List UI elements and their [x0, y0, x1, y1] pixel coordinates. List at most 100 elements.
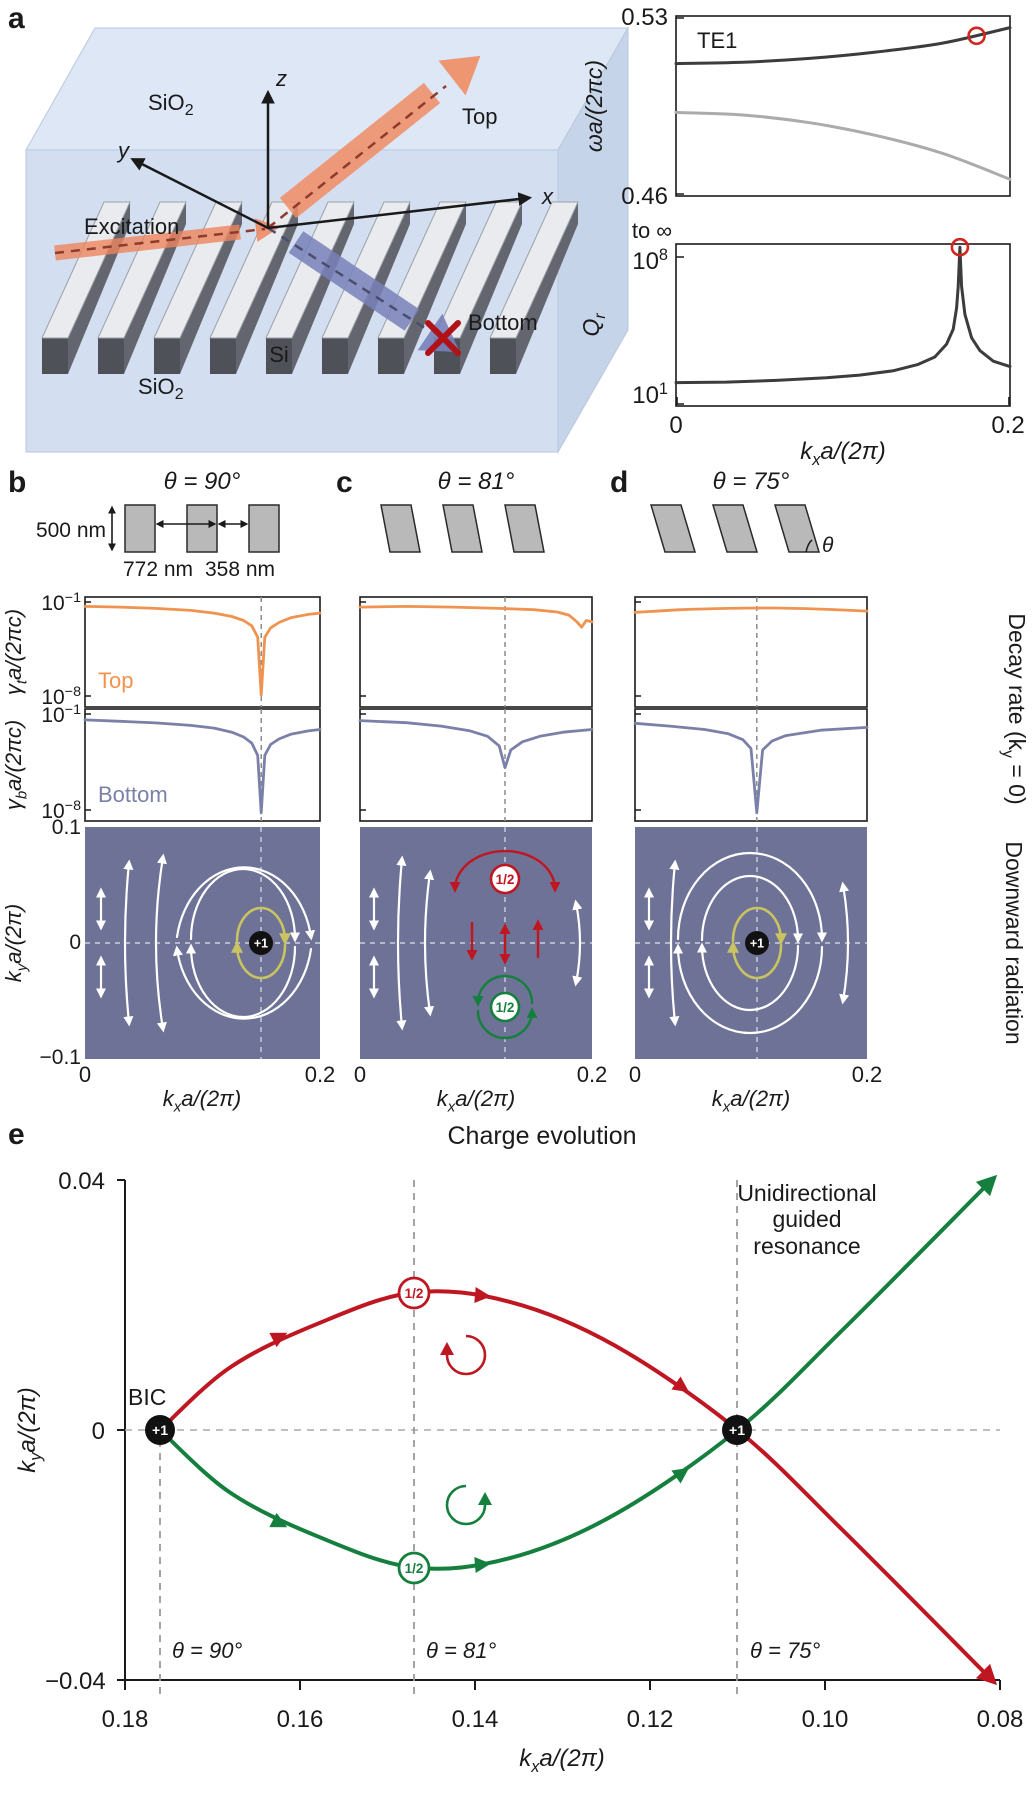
plus-one-charge-marker — [249, 931, 273, 955]
band-ytick-top: 0.53 — [621, 4, 668, 31]
te1-label: TE1 — [697, 28, 738, 53]
map-d-xlabel: kxa/(2π) — [711, 1086, 791, 1116]
decay-bottom-plot-d — [633, 708, 869, 822]
decay-top-plot-b — [83, 596, 322, 708]
panel-d-label: d — [610, 466, 629, 499]
theta-title-b: θ = 90° — [163, 468, 241, 495]
map-b-xlabel: kxa/(2π) — [162, 1086, 242, 1116]
q-ytick-bottom: 101 — [632, 380, 668, 409]
polarization-map-b: +1 — [85, 827, 320, 1059]
theta-90-annotation: θ = 90° — [172, 1638, 243, 1663]
q-xtick-right: 0.2 — [991, 412, 1025, 439]
map-b-xtick-right: 0.2 — [304, 1062, 336, 1087]
excitation-label: Excitation — [84, 214, 179, 239]
e-xtick-3: 0.12 — [626, 1706, 674, 1733]
bic-charge-marker — [145, 1415, 175, 1445]
decay-bottom-plot-b — [83, 708, 322, 822]
e-xtick-2: 0.14 — [451, 1706, 499, 1733]
panel-c-label: c — [336, 466, 353, 499]
map-d-xtick-left: 0 — [628, 1062, 642, 1087]
panel-b-label: b — [8, 466, 27, 499]
evolution-annotations: +1 +1 1/2 1/2 — [145, 1174, 998, 1686]
width-dim-label: 358 nm — [204, 558, 276, 581]
map-b-xtick-left: 0 — [78, 1062, 92, 1087]
charge-evolution-title: Charge evolution — [447, 1122, 637, 1150]
e-ytick-top: 0.04 — [58, 1168, 105, 1195]
ugr-charge-marker — [722, 1415, 752, 1445]
theta-title-d: θ = 75° — [712, 468, 790, 495]
evolution-curves — [158, 1187, 985, 1673]
evolution-axes — [117, 1179, 1001, 1698]
plus-one-charge-label: +1 — [254, 937, 268, 951]
excitation-dashed-line — [54, 227, 266, 255]
height-dim-label: 500 nm — [35, 519, 106, 542]
green-half-charge-label: 1/2 — [405, 1561, 424, 1576]
e-ylabel: kya/(2π) — [14, 1387, 46, 1473]
q-factor-plot — [674, 237, 1012, 407]
map-ytick-bottom: −0.1 — [39, 1046, 81, 1069]
si-label: Si — [269, 342, 289, 367]
bic-label: BIC — [128, 1384, 167, 1410]
decay-bottom-ytick-hi: 10−1 — [41, 702, 81, 727]
plus-one-charge-marker — [745, 931, 769, 955]
red-path-arrows — [269, 1287, 998, 1686]
top-dashed-line — [267, 85, 447, 229]
yellow-loop-arrows — [231, 906, 291, 980]
ugr-charge-label: +1 — [729, 1422, 745, 1438]
structure-schematics — [108, 504, 821, 553]
e-ytick-bottom: −0.04 — [45, 1668, 106, 1695]
map-c-xtick-right: 0.2 — [576, 1062, 608, 1087]
sio2-top-label: SiO2 — [148, 90, 194, 119]
e-xtick-5: 0.08 — [976, 1706, 1024, 1733]
q-xtick-left: 0 — [669, 412, 683, 439]
polarization-map-c: 1/2 1/2 — [360, 827, 592, 1059]
decay-top-ytick-hi: 10−1 — [41, 590, 81, 615]
red-half-charge-label: 1/2 — [405, 1286, 424, 1301]
theta-symbol-d: θ — [822, 534, 834, 557]
ugr-label: Unidirectional guided resonance — [700, 1180, 914, 1259]
map-ylabel: kya/(2π) — [1, 903, 31, 983]
ugr-label-line2: guided — [772, 1206, 842, 1233]
red-half-charge-marker — [489, 863, 521, 895]
q-xlabel: kxa/(2π) — [800, 438, 886, 469]
top-radiation-arrow — [279, 55, 481, 219]
theta-title-c: θ = 81° — [437, 468, 515, 495]
sidewall-angle-arc — [805, 539, 813, 553]
yellow-loop-arrows — [727, 906, 787, 980]
decay-top-plot-c — [358, 596, 594, 708]
q-ylabel: Qr — [578, 313, 609, 337]
red-half-charge-label: 1/2 — [496, 872, 515, 887]
ugr-label-line3: resonance — [753, 1232, 861, 1259]
bottom-curve-label: Bottom — [98, 782, 168, 807]
theta-81-annotation: θ = 81° — [426, 1638, 497, 1663]
band-structure-plot — [674, 15, 1012, 197]
theta-75-annotation: θ = 75° — [750, 1638, 821, 1663]
decay-bottom-ytick-lo: 10−8 — [41, 798, 81, 823]
axis-x-label: x — [541, 184, 554, 209]
bic-charge-label: +1 — [152, 1422, 168, 1438]
to-infinity-label: to ∞ — [631, 218, 672, 243]
polarization-field-arrows — [95, 853, 316, 1033]
band-ylabel: ωa/(2πc) — [580, 59, 607, 153]
coordinate-axes — [130, 89, 533, 230]
plus-one-charge-label: +1 — [750, 937, 764, 951]
decay-bottom-ylabel: γba/(2πc) — [1, 719, 31, 811]
structure-b — [108, 504, 280, 553]
sio2-bottom-label: SiO2 — [138, 374, 184, 403]
e-xtick-0: 0.18 — [101, 1706, 149, 1733]
bottom-label: Bottom — [468, 310, 538, 335]
green-half-charge-marker — [489, 991, 521, 1023]
map-ytick-top: 0.1 — [51, 816, 81, 839]
e-xlabel: kxa/(2π) — [519, 1745, 605, 1776]
period-dim-label: 772 nm — [122, 558, 194, 581]
q-ytick-top: 108 — [632, 246, 668, 275]
decay-bottom-plot-c — [358, 708, 594, 822]
map-ytick-mid: 0 — [69, 931, 81, 954]
polarization-field-arrows — [643, 851, 850, 1035]
red-half-charge-field — [449, 849, 561, 965]
decay-top-ylabel: γta/(2πc) — [1, 608, 31, 696]
panel-e-label: e — [8, 1118, 25, 1151]
ugr-label-line1: Unidirectional — [737, 1180, 877, 1206]
panel-a-label: a — [8, 2, 25, 35]
map-c-xlabel: kxa/(2π) — [436, 1086, 516, 1116]
